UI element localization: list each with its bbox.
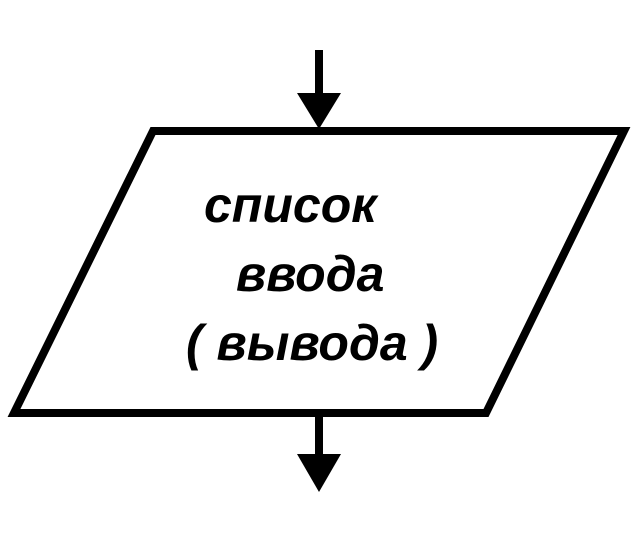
io-parallelogram[interactable] (7, 127, 631, 417)
block-label-line-3: ( вывода ) (186, 315, 438, 371)
incoming-arrow (297, 50, 341, 129)
outgoing-arrowhead (297, 454, 341, 492)
outgoing-arrow (297, 417, 341, 492)
block-label-line-1: список (204, 177, 379, 233)
block-label-line-2: ввода (236, 246, 384, 302)
incoming-arrowhead (297, 93, 341, 129)
